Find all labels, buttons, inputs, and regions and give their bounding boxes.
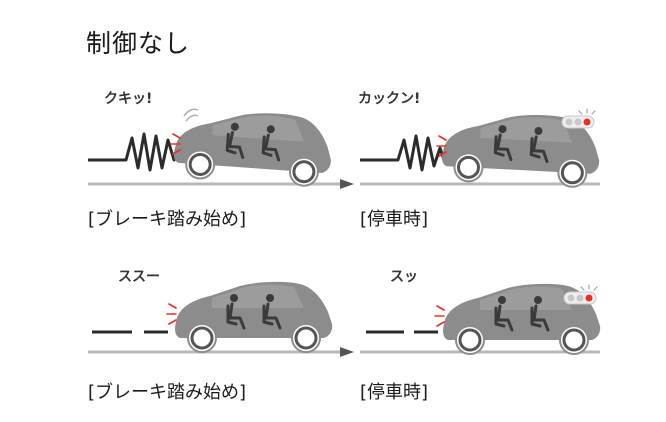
page-title: 制御なし [86,29,191,58]
jolt-wave-icon [88,132,182,172]
row2-start-scene [88,280,354,357]
row1-stop-sound: カックン! [358,91,421,107]
car-icon [173,280,334,354]
row1-stop-caption: [停車時] [360,209,429,230]
row2-start-sound: ススー [118,269,160,285]
row1-stop-scene [360,108,603,190]
row1-start-caption: [ブレーキ踏み始め] [88,209,247,230]
car-icon [170,105,336,189]
creak-icon [183,108,199,122]
arrow-icon [340,347,354,357]
arrow-icon [340,179,354,189]
row2-stop-scene [360,282,602,356]
traffic-signal-icon [561,108,596,129]
row1-start-sound: クキッ! [104,91,153,107]
jolt-wave-icon [360,134,446,172]
row2-stop-sound: スッ [390,269,418,285]
row2-stop-caption: [停車時] [360,382,429,403]
row1-start-scene [88,105,354,189]
row2-start-caption: [ブレーキ踏み始め] [88,382,247,403]
